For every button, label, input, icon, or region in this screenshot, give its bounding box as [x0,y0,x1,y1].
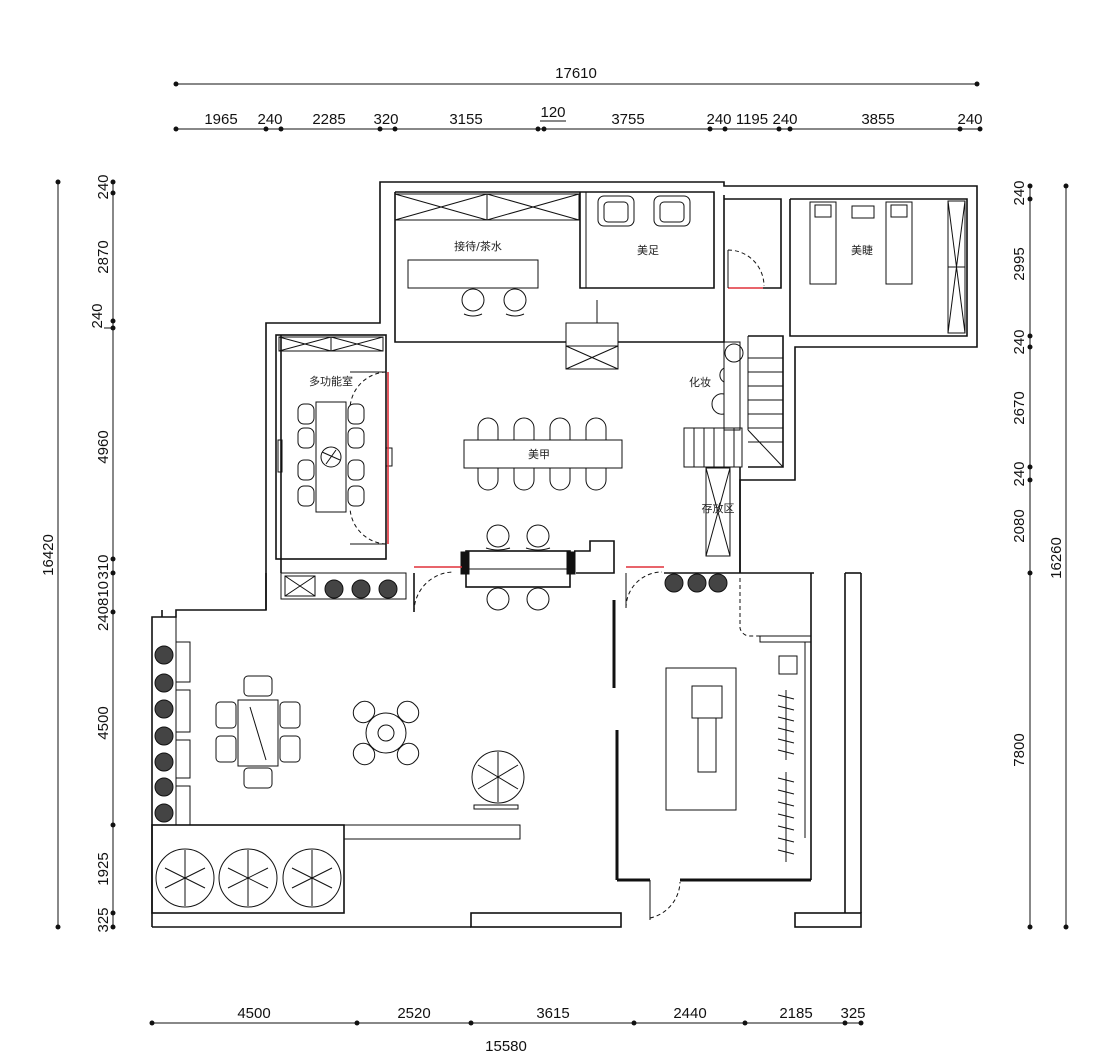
left-seg-6: 240810 [95,581,112,631]
bottom-total-label: 15580 [485,1038,527,1051]
left-seg-4: 4960 [95,430,112,463]
reception-area: 接待/茶水 [394,193,619,370]
right-total-label: 16260 [1048,537,1065,579]
right-seg-7: 7800 [1011,733,1028,766]
top-dimension-total: 17610 [173,65,980,87]
right-seg-3: 240 [1011,329,1028,354]
planter-row-left [280,572,407,600]
left-dimension-total: 16420 [40,179,61,930]
top-total-label: 17610 [555,65,597,82]
top-seg-3: 2285 [312,111,345,128]
left-dimension-segments: 240 2870 240 4960 310 240810 4500 1925 3… [89,174,116,933]
top-seg-11: 3855 [861,111,894,128]
left-seg-7: 4500 [95,706,112,739]
bottom-seg-6: 325 [840,1005,865,1022]
top-dimension-segments: 1965 240 2285 320 3155 120 3755 240 1195… [173,104,983,132]
top-seg-5: 3155 [449,111,482,128]
room-label-nail: 美甲 [528,448,550,461]
multi-function-room: 多功能室 [275,334,393,560]
top-seg-12: 240 [957,111,982,128]
right-seg-1: 240 [1011,180,1028,205]
top-seg-4: 320 [373,111,398,128]
eyelash-door [727,249,765,289]
foot-care-room: 美足 [585,192,691,288]
makeup-area: 化妆 [689,341,744,431]
bottom-seg-3: 3615 [536,1005,569,1022]
left-seg-5: 310 [95,554,112,579]
top-seg-8: 240 [706,111,731,128]
right-seg-6: 2080 [1011,509,1028,542]
exterior-walls [151,181,978,928]
storage-area: 存放区 [702,467,741,573]
bottom-seg-2: 2520 [397,1005,430,1022]
left-seg-9: 325 [95,907,112,932]
room-label-foot-care: 美足 [637,244,659,257]
staircase [683,335,784,468]
right-seg-4: 2670 [1011,391,1028,424]
left-seg-1: 240 [95,174,112,199]
bottom-seg-1: 4500 [237,1005,270,1022]
eyelash-room: 美睫 [809,200,966,334]
room-label-multi-function: 多功能室 [309,374,353,388]
room-label-reception: 接待/茶水 [454,239,502,253]
bottom-seg-4: 2440 [673,1005,706,1022]
garden-planter [151,824,521,914]
top-seg-9: 1195 [736,111,768,128]
bottom-dimension-segments: 4500 2520 3615 2440 2185 325 15580 [149,1005,866,1051]
right-dimension-segments: 240 2995 240 2670 240 2080 7800 [1011,180,1033,930]
top-seg-6: 120 [540,104,565,121]
retail-room [612,573,812,920]
nail-area: 美甲 [463,417,623,491]
room-label-eyelash: 美睫 [851,244,873,257]
right-seg-2: 2995 [1011,247,1028,280]
left-seg-2: 2870 [95,240,112,273]
top-seg-2: 240 [257,111,282,128]
bottom-seg-5: 2185 [779,1005,812,1022]
top-seg-7: 3755 [611,111,644,128]
room-label-makeup: 化妆 [689,375,711,389]
right-seg-5: 240 [1011,461,1028,486]
left-seg-3: 240 [89,303,106,328]
main-entrance [413,524,664,613]
left-total-label: 16420 [40,534,57,576]
planter-row-right [664,572,814,593]
right-dimension-total: 16260 [1048,183,1069,930]
left-seg-8: 1925 [95,852,112,885]
lounge-area [151,573,525,826]
top-seg-10: 240 [772,111,797,128]
room-label-storage: 存放区 [702,501,735,515]
top-seg-1: 1965 [204,111,237,128]
